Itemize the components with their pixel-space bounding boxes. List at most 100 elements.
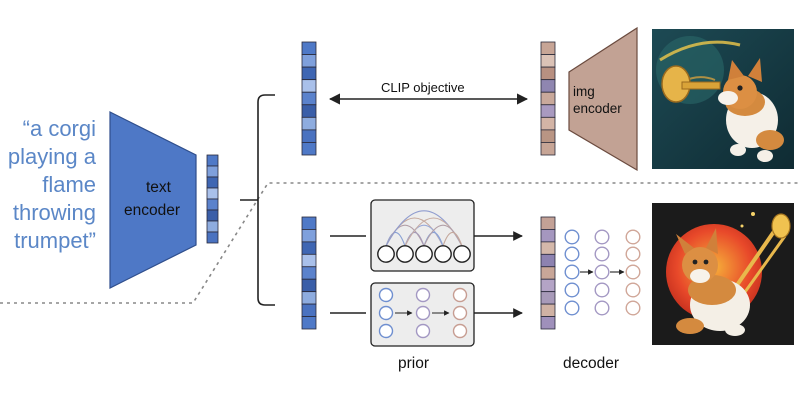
token-node — [415, 245, 433, 263]
decoder-image-embedding-cell — [540, 229, 556, 243]
token-node — [396, 245, 414, 263]
decoder-node — [564, 246, 580, 262]
prior-input-embedding-cell — [301, 216, 317, 230]
decoder-image-embedding-cell — [540, 216, 556, 230]
prompt-line-2: playing a — [8, 144, 97, 169]
decoder-image-embedding-cell — [540, 253, 556, 268]
prior-autoregressive-box — [370, 199, 475, 272]
clip-text-embedding-cell — [301, 91, 317, 106]
prior-input-embedding-cell — [301, 253, 317, 268]
decoder-node — [594, 246, 610, 262]
clip-text-embedding-cell — [301, 79, 317, 93]
prior-diffusion-node — [452, 287, 468, 303]
clip-image-embedding-cell — [540, 79, 556, 93]
clip-text-embedding-cell — [301, 142, 317, 156]
decoder-node — [594, 282, 610, 298]
decoder-network — [564, 229, 641, 316]
img-encoder — [568, 26, 638, 172]
clip-text-embedding-cell — [301, 41, 317, 55]
decoder-image-embedding-cell — [540, 303, 556, 317]
prompt-line-4: throwing — [13, 200, 96, 225]
prior-input-embedding-cell — [301, 278, 317, 293]
decoder-node — [564, 229, 580, 245]
decoder-image-embedding-cell — [540, 278, 556, 293]
decoder-node — [594, 229, 610, 245]
top-corgi-image — [652, 29, 794, 169]
prior-input-embedding-cell — [301, 303, 317, 317]
clip-text-embedding-cell — [301, 129, 317, 143]
text-embedding-vector — [206, 154, 219, 244]
decoder-node — [564, 282, 580, 298]
prior-input-embedding-cell — [301, 316, 317, 330]
clip-image-embedding-cell — [540, 91, 556, 106]
prior-input-embedding-cell — [301, 291, 317, 305]
token-node — [434, 245, 452, 263]
clip-text-embedding — [301, 41, 317, 156]
prior-diffusion-node — [452, 305, 468, 321]
text-embedding-cell — [206, 154, 219, 167]
prompt-line-3: flame — [42, 172, 96, 197]
token-node — [453, 245, 471, 263]
prompt-line-1: “a corgi — [23, 116, 96, 141]
prior-diffusion-node — [452, 323, 468, 339]
text-embedding-cell — [206, 198, 219, 211]
text-embedding-cell — [206, 187, 219, 200]
clip-image-embedding-cell — [540, 104, 556, 118]
clip-image-embedding-cell — [540, 41, 556, 55]
clip-image-embedding-cell — [540, 129, 556, 143]
decoder-node — [564, 300, 580, 316]
attention-arc — [442, 231, 463, 247]
prior-diffusion-node — [415, 305, 431, 321]
attention-arc — [423, 224, 463, 247]
embedding-bracket — [240, 94, 275, 306]
decoder-node — [625, 300, 641, 316]
prompt-line-5: trumpet” — [14, 228, 96, 253]
decoder-node — [625, 264, 641, 280]
text-encoder-label-line2: encoder — [124, 202, 180, 219]
clip-image-embedding-cell — [540, 54, 556, 68]
text-encoder-label-line1: text — [146, 179, 172, 196]
clip-text-embedding-cell — [301, 116, 317, 131]
text-embedding-cell — [206, 209, 219, 222]
decoder-node — [564, 264, 580, 280]
decoder-label: decoder — [563, 355, 619, 372]
decoder-node — [625, 282, 641, 298]
prior-input-embedding-cell — [301, 241, 317, 255]
prior-diffusion-node — [378, 305, 394, 321]
decoder-image-embedding-cell — [540, 291, 556, 305]
decoder-node — [625, 229, 641, 245]
prior-diffusion-node — [378, 323, 394, 339]
text-embedding-cell — [206, 165, 219, 178]
clip-text-embedding-cell — [301, 54, 317, 68]
decoder-image-embedding-cell — [540, 241, 556, 255]
clip-image-embedding-cell — [540, 116, 556, 131]
prior-label: prior — [398, 355, 429, 372]
clip-image-embedding — [540, 41, 556, 156]
prior-diffusion-node — [415, 323, 431, 339]
decoder-image-embedding — [540, 216, 556, 330]
clip-text-embedding-cell — [301, 104, 317, 118]
prompt-text: “a corgi playing a flame throwing trumpe… — [8, 116, 97, 253]
prior-input-embedding-cell — [301, 266, 317, 280]
prior-diffusion-box — [370, 282, 475, 347]
clip-image-embedding-cell — [540, 66, 556, 81]
text-embedding-cell — [206, 231, 219, 244]
prior-input-embedding-cell — [301, 229, 317, 243]
decoder-node — [625, 246, 641, 262]
decoder-node — [594, 300, 610, 316]
prior-input-text-embedding — [301, 216, 317, 330]
prior-diffusion-node — [378, 287, 394, 303]
clip-objective-label: CLIP objective — [381, 80, 465, 95]
decoder-image-embedding-cell — [540, 316, 556, 330]
img-encoder-label-line1: img — [573, 84, 595, 99]
token-node — [377, 245, 395, 263]
img-encoder-label-line2: encoder — [573, 101, 622, 116]
prior-diffusion-node — [415, 287, 431, 303]
clip-image-embedding-cell — [540, 142, 556, 156]
decoder-image-embedding-cell — [540, 266, 556, 280]
text-embedding-cell — [206, 220, 219, 233]
text-encoder — [109, 111, 197, 289]
decoder-node — [594, 264, 610, 280]
clip-text-embedding-cell — [301, 66, 317, 81]
